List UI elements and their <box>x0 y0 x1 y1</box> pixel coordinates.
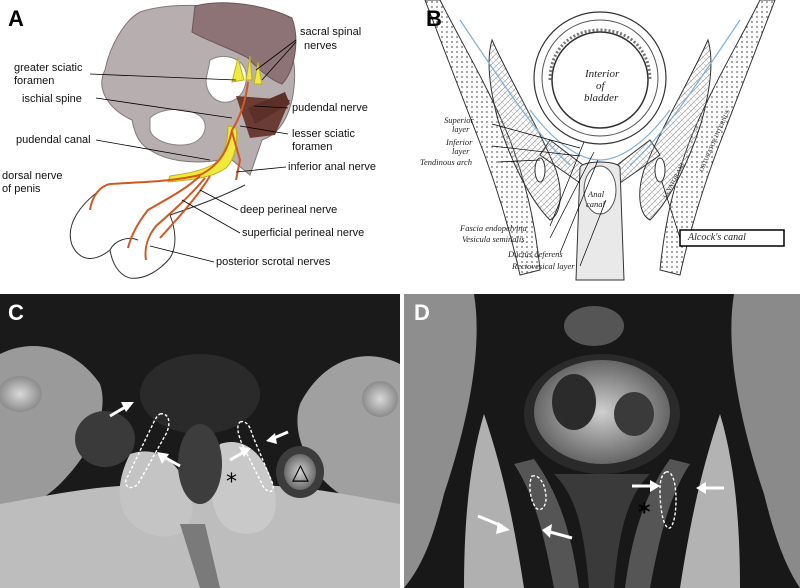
label-pudendal-canal: pudendal canal <box>16 134 91 146</box>
pelvis-illustration <box>69 2 297 279</box>
panel-b-letter: B <box>426 6 442 31</box>
label-nerves: nerves <box>304 40 338 52</box>
label-posterior-scrotal: posterior scrotal nerves <box>216 256 331 268</box>
label-foramen-2: foramen <box>292 141 333 153</box>
label-rectovesical-layer: Rectovesical layer <box>512 261 575 271</box>
axial-mri-image <box>0 294 400 588</box>
label-greater-sciatic: greater sciatic <box>14 62 83 74</box>
panel-a-letter: A <box>8 6 24 31</box>
panel-d-coronal-mri: D * <box>404 294 800 588</box>
label-sacral-spinal: sacral spinal <box>300 26 362 38</box>
panel-b-coronal-anatomy-diagram: B Interior of bladder Superior layer Inf… <box>400 0 800 290</box>
label-inferior-anal-nerve: inferior anal nerve <box>288 161 377 173</box>
label-deep-perineal: deep perineal nerve <box>240 204 338 216</box>
panel-a-pudendal-nerve-diagram: A sacral spinal nerves greater sciatic f… <box>0 0 400 290</box>
label-dorsal-nerve: dorsal nerve <box>2 170 63 182</box>
label-bladder: bladder <box>584 92 619 104</box>
coronal-mri-image <box>404 294 800 588</box>
panel-d-letter: D <box>414 300 430 325</box>
label-alcocks-canal: Alcock's canal <box>688 232 746 243</box>
panel-c-axial-mri: C * △ <box>0 294 400 588</box>
label-superficial-perineal: superficial perineal nerve <box>242 227 365 239</box>
label-of: of <box>596 80 605 92</box>
label-fascia-endopelvina: Fascia endopelvina <box>460 223 527 233</box>
label-ischial-spine: ischial spine <box>22 93 82 105</box>
asterisk-marker-c: * <box>226 470 237 495</box>
label-pudendal-nerve: pudendal nerve <box>292 102 368 114</box>
label-inferior: Inferior <box>446 137 473 147</box>
label-interior: Interior <box>585 68 620 80</box>
label-vesicula-seminalis: Vesicula seminalis <box>462 234 525 244</box>
asterisk-marker-d: * <box>638 498 651 526</box>
label-anal: Anal <box>588 189 605 199</box>
label-ductus-deferens: Ductus deferens <box>508 249 563 259</box>
panel-c-letter: C <box>8 300 24 325</box>
label-layer-1: layer <box>452 124 470 134</box>
label-superior: Superior <box>444 115 474 125</box>
label-tendinous-arch: Tendinous arch <box>420 157 473 167</box>
label-canal: canal <box>586 199 605 209</box>
label-lesser-sciatic: lesser sciatic <box>292 128 355 140</box>
label-of-penis: of penis <box>2 183 41 195</box>
label-foramen-1: foramen <box>14 75 55 87</box>
label-layer-2: layer <box>452 146 470 156</box>
coronal-section-illustration <box>424 0 785 281</box>
triangle-marker-icon: △ <box>292 460 309 485</box>
